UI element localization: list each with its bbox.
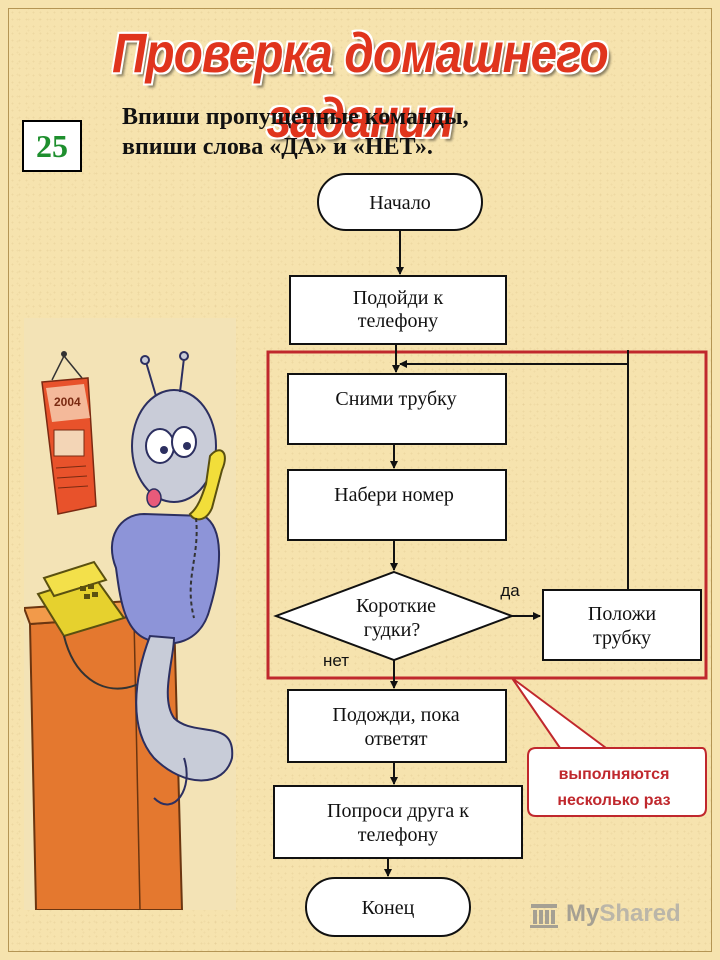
step-dial-number	[287, 469, 507, 541]
loop-frame	[266, 350, 708, 680]
step-pick-up-handset-label: Сними трубку	[335, 388, 456, 410]
decision-line-1: Короткие	[356, 595, 436, 617]
slide-number-badge: 25	[22, 120, 82, 172]
step-hang-up-line-1: Положи	[588, 603, 656, 625]
step-go-to-phone-line-2: телефону	[358, 310, 438, 332]
step-wait-line-1: Подожди, пока	[332, 704, 459, 726]
watermark: MyShared	[528, 896, 681, 932]
step-wait-for-answer	[287, 689, 507, 763]
step-go-to-phone	[289, 275, 507, 345]
watermark-text-main: My	[566, 900, 600, 927]
callout-bubble	[511, 677, 707, 817]
step-pick-up-handset	[287, 373, 507, 445]
presentation-icon	[530, 904, 558, 928]
yes-label: да	[500, 581, 520, 600]
watermark-text-sub: Shared	[599, 900, 681, 927]
step-ask-for-friend	[273, 785, 523, 859]
step-ask-line-1: Попроси друга к	[327, 800, 469, 822]
instruction-text: Впиши пропущенные команды, впиши слова «…	[122, 102, 682, 162]
step-hang-up	[542, 589, 702, 661]
step-dial-number-label: Набери номер	[334, 484, 454, 506]
step-hang-up-line-2: трубку	[593, 627, 651, 649]
no-label: нет	[323, 651, 349, 670]
end-terminal	[305, 877, 471, 937]
robot-alien-illustration: 2004	[22, 351, 234, 911]
start-label: Начало	[369, 192, 431, 214]
slide-title: Проверка домашнего задания	[112, 21, 608, 149]
step-ask-line-2: телефону	[358, 824, 438, 846]
calendar-icon: 2004	[41, 351, 97, 515]
callout-line-1: выполняются	[559, 766, 670, 783]
callout-line-2: несколько раз	[557, 792, 670, 809]
step-go-to-phone-line-1: Подойди к	[353, 287, 444, 309]
calendar-year: 2004	[54, 395, 81, 409]
watermark-text: MyShared	[566, 900, 681, 928]
step-wait-line-2: ответят	[364, 728, 427, 750]
instruction-line-2: впиши слова «ДА» и «НЕТ».	[122, 134, 433, 160]
instruction-line-1: Впиши пропущенные команды,	[122, 104, 469, 130]
decision-line-2: гудки?	[364, 619, 421, 641]
illustration-panel: 2004	[22, 318, 236, 911]
end-label: Конец	[362, 897, 415, 919]
telephone-icon	[36, 560, 175, 690]
